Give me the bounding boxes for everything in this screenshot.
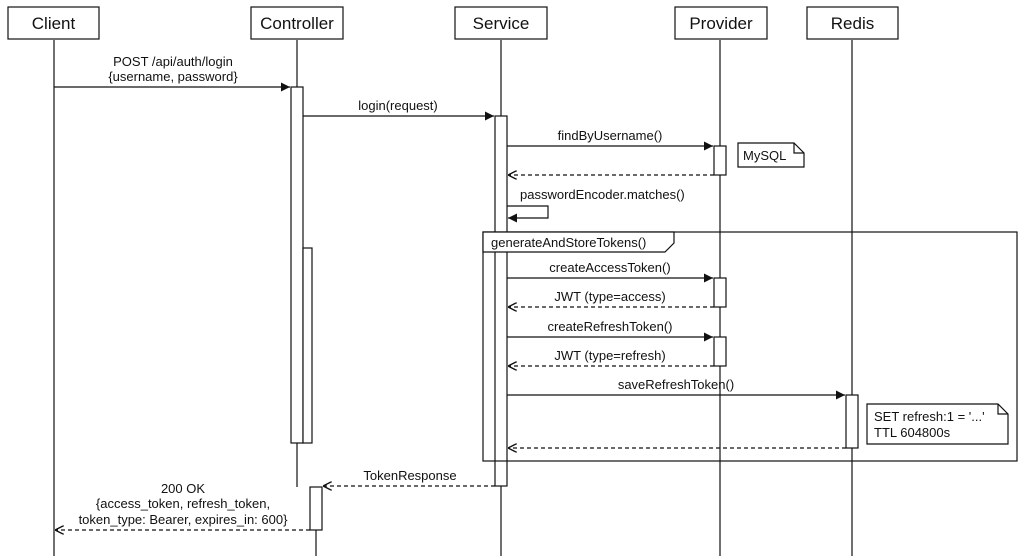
- message-token-response: TokenResponse: [323, 468, 495, 486]
- participant-service-label: Service: [473, 14, 530, 33]
- message-200-ok: 200 OK {access_token, refresh_token, tok…: [55, 481, 310, 530]
- note-redis-label-2: TTL 604800s: [874, 425, 951, 440]
- message-post-login: POST /api/auth/login {username, password…: [54, 54, 290, 92]
- message-post-login-label-2: {username, password}: [108, 69, 238, 84]
- message-200-ok-label-1: 200 OK: [161, 481, 205, 496]
- frame-generate-tokens: generateAndStoreTokens(): [482, 231, 1018, 462]
- message-create-refresh-token: createRefreshToken(): [507, 319, 713, 342]
- message-create-access-token: createAccessToken(): [507, 260, 713, 283]
- participant-service: Service: [454, 6, 548, 40]
- message-token-response-label: TokenResponse: [363, 468, 456, 483]
- message-jwt-refresh: JWT (type=refresh): [508, 348, 714, 366]
- activation-controller-nested: [302, 247, 313, 444]
- message-login-request: login(request): [303, 98, 494, 121]
- note-redis: SET refresh:1 = '...' TTL 604800s: [866, 403, 1009, 445]
- note-mysql: MySQL: [737, 142, 805, 168]
- note-mysql-label: MySQL: [743, 148, 786, 163]
- activation-provider-access: [713, 277, 727, 308]
- note-redis-label-1: SET refresh:1 = '...': [874, 409, 985, 424]
- participant-provider: Provider: [674, 6, 768, 40]
- message-login-request-label: login(request): [358, 98, 438, 113]
- message-post-login-label-1: POST /api/auth/login: [113, 54, 233, 69]
- participant-client-label: Client: [32, 14, 76, 33]
- activation-controller: [290, 86, 304, 444]
- activation-provider-find: [713, 145, 727, 176]
- message-200-ok-label-2: {access_token, refresh_token,: [96, 496, 270, 511]
- frame-label: generateAndStoreTokens(): [491, 235, 646, 250]
- participant-redis-label: Redis: [831, 14, 874, 33]
- participant-controller: Controller: [250, 6, 344, 40]
- message-200-ok-label-3: token_type: Bearer, expires_in: 600}: [79, 512, 289, 527]
- message-jwt-refresh-label: JWT (type=refresh): [554, 348, 665, 363]
- message-find-by-username: findByUsername(): [507, 128, 713, 151]
- message-password-matches-label: passwordEncoder.matches(): [520, 187, 685, 202]
- activation-controller-return: [309, 486, 323, 531]
- message-jwt-access: JWT (type=access): [508, 289, 714, 307]
- message-create-refresh-token-label: createRefreshToken(): [548, 319, 673, 334]
- message-create-access-token-label: createAccessToken(): [549, 260, 670, 275]
- message-jwt-access-label: JWT (type=access): [554, 289, 665, 304]
- activation-provider-refresh: [713, 336, 727, 367]
- participant-provider-label: Provider: [689, 14, 753, 33]
- participant-client: Client: [7, 6, 100, 40]
- activation-redis: [845, 394, 859, 449]
- message-save-refresh-token: saveRefreshToken(): [507, 377, 845, 400]
- activation-service: [494, 115, 508, 487]
- participant-controller-label: Controller: [260, 14, 334, 33]
- message-password-matches: passwordEncoder.matches(): [507, 187, 685, 223]
- message-save-refresh-token-label: saveRefreshToken(): [618, 377, 734, 392]
- message-find-by-username-label: findByUsername(): [558, 128, 663, 143]
- participant-redis: Redis: [806, 6, 899, 40]
